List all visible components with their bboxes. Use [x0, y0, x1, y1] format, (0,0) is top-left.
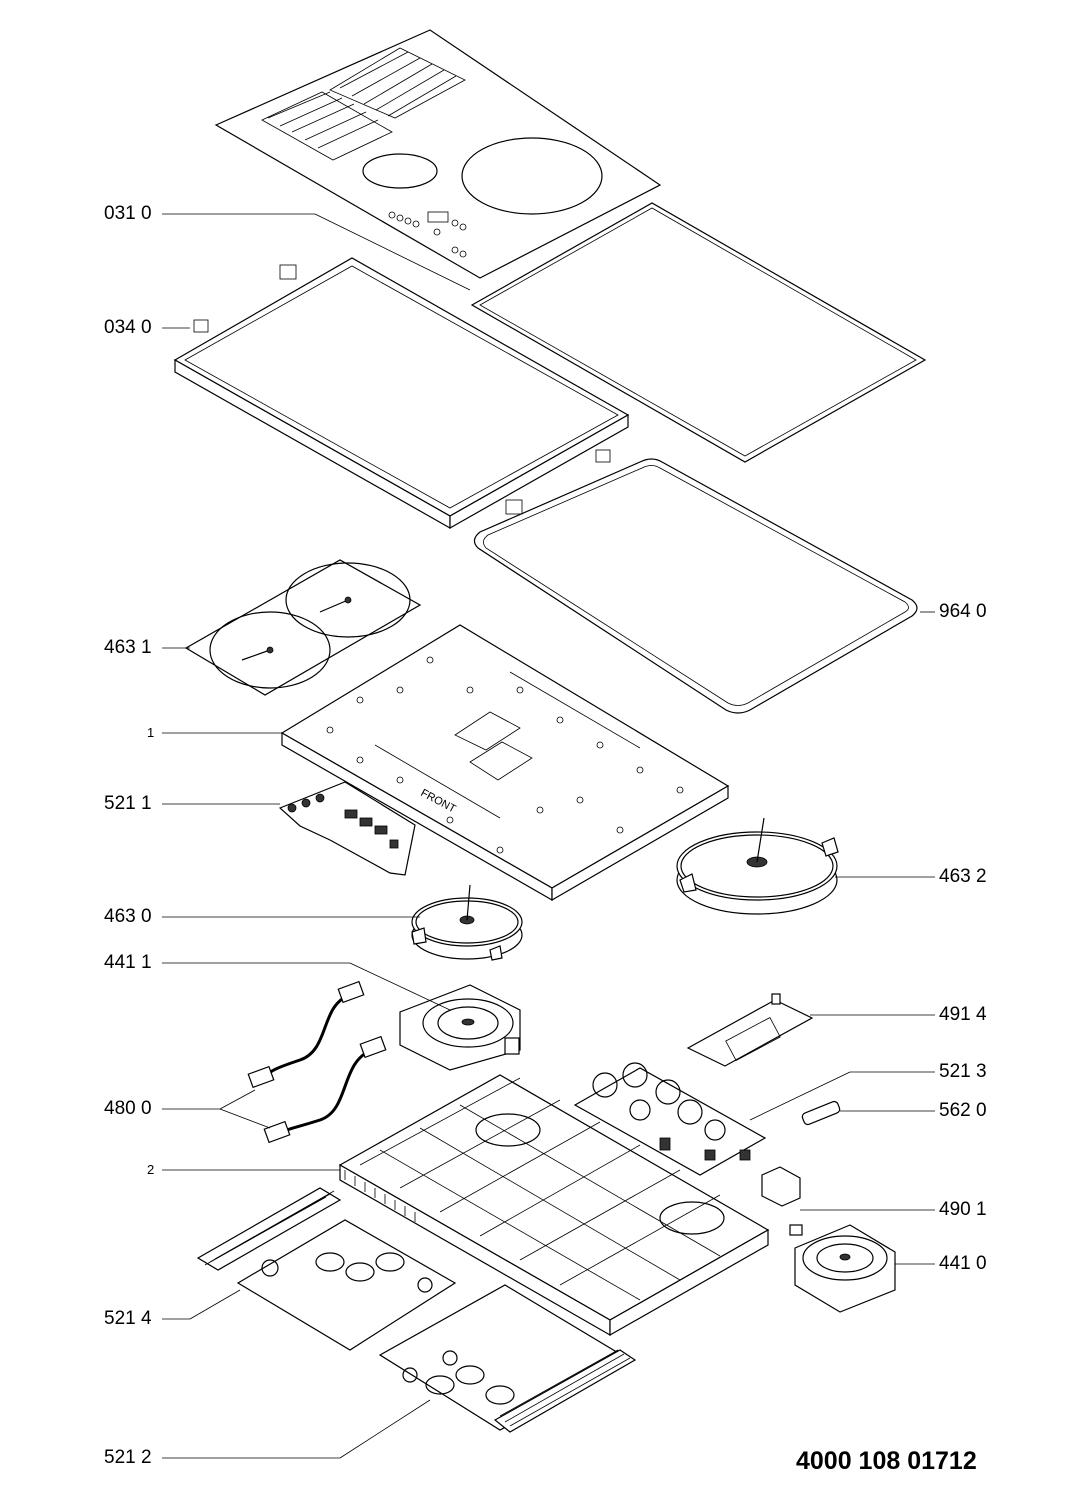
glass-seal-part — [470, 202, 927, 463]
label-521-1: 521 1 — [104, 793, 152, 814]
fuse-part — [801, 1100, 841, 1126]
power-board-right-part — [378, 1284, 637, 1433]
base-plate-part: FRONT — [280, 624, 730, 902]
bracket-part — [761, 1166, 801, 1207]
label-562-0: 562 0 — [939, 1100, 987, 1121]
glass-cooktop-part — [214, 29, 662, 279]
control-board-part — [278, 781, 416, 876]
label-034-0: 034 0 — [104, 317, 152, 338]
coil-support-plate-part — [184, 559, 422, 696]
frame-part — [173, 257, 630, 530]
label-2: 2 — [147, 1162, 155, 1177]
label-441-1: 441 1 — [104, 952, 152, 973]
label-1: 1 — [147, 725, 155, 740]
label-491-4: 491 4 — [939, 1004, 987, 1025]
label-521-4: 521 4 — [104, 1308, 152, 1329]
large-induction-coil-part — [676, 817, 839, 915]
label-490-1: 490 1 — [939, 1199, 987, 1220]
label-521-2: 521 2 — [104, 1447, 152, 1468]
power-board-left-part — [196, 1187, 457, 1351]
leader-lines — [162, 213, 935, 1459]
seal-gasket-part — [473, 458, 918, 714]
label-031-0: 031 0 — [104, 203, 152, 224]
cooling-fan-upper-part — [399, 984, 521, 1071]
label-463-1: 463 1 — [104, 637, 152, 658]
label-441-0: 441 0 — [939, 1253, 987, 1274]
label-463-2: 463 2 — [939, 866, 987, 887]
bottom-housing-part — [338, 1074, 770, 1337]
document-number: 4000 108 01712 — [796, 1447, 977, 1475]
label-521-3: 521 3 — [939, 1061, 987, 1082]
shield-plate-part — [686, 993, 814, 1067]
small-induction-coil-part — [411, 884, 523, 961]
label-964-0: 964 0 — [939, 601, 987, 622]
label-463-0: 463 0 — [104, 906, 152, 927]
filter-board-part — [573, 1062, 767, 1176]
wiring-harness-part — [247, 980, 387, 1144]
label-480-0: 480 0 — [104, 1098, 152, 1119]
cooling-fan-lower-part — [789, 1224, 896, 1313]
